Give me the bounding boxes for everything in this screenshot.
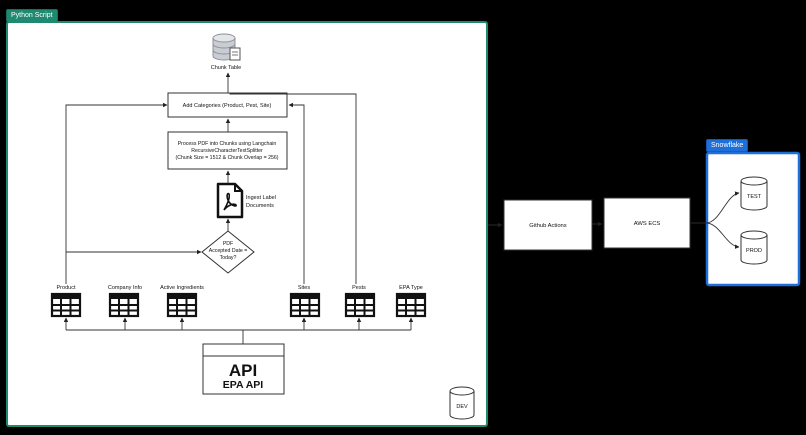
epa-api-label: EPA API: [223, 379, 264, 391]
company-info-table-icon: [108, 292, 140, 318]
table-label-company-info: Company Info: [108, 285, 142, 291]
decision-line-2: Accepted Date =: [209, 248, 248, 254]
chunk-table-label: Chunk Table: [211, 65, 241, 71]
aws-ecs-box: [603, 197, 691, 249]
epa-api-box: [202, 343, 285, 395]
product-table-icon: [50, 292, 82, 318]
table-label-active-ingredients: Active Ingredients: [160, 285, 204, 291]
snowflake-label: Snowflake: [706, 139, 749, 152]
api-logo-icon: API: [229, 361, 257, 380]
add-categories-box: [167, 92, 288, 118]
decision-diamond: [201, 230, 255, 274]
process-pdf-line-3: (Chunk Size = 1512 & Chunk Overlap = 256…: [176, 155, 279, 161]
add-categories-label: Add Categories (Product, Pest, Site): [183, 103, 272, 109]
decision-line-1: PDF: [223, 241, 233, 247]
table-label-epa-type: EPA Type: [399, 285, 423, 291]
pests-table-icon: [344, 292, 376, 318]
table-label-sites: Sites: [298, 285, 310, 291]
aws-ecs-label: AWS ECS: [634, 221, 661, 227]
prod-label: PROD: [746, 248, 762, 254]
process-pdf-line-1: Process PDF into Chunks using Langchain: [178, 141, 277, 147]
github-actions-label: Github Actions: [529, 223, 566, 229]
ingest-label-line-2: Documents: [246, 203, 274, 209]
prod-database-icon: [740, 230, 768, 265]
table-label-pests: Pests: [352, 285, 366, 291]
decision-line-3: Today?: [220, 255, 237, 261]
sites-table-icon: [289, 292, 321, 318]
dev-label: DEV: [456, 404, 468, 410]
python-script-container: [6, 21, 488, 427]
github-actions-box: [503, 199, 593, 251]
connectors: [63, 72, 740, 344]
snowflake-container: [705, 151, 801, 287]
table-label-product: Product: [57, 285, 76, 291]
ingest-label-line-1: Ingest Label: [246, 195, 276, 201]
active-ingredients-table-icon: [166, 292, 198, 318]
test-label: TEST: [747, 194, 762, 200]
dev-database-icon: [449, 386, 475, 420]
test-database-icon: [740, 176, 768, 211]
pdf-document-icon: [216, 182, 244, 219]
epa-type-table-icon: [395, 292, 427, 318]
process-pdf-box: [167, 131, 288, 170]
chunk-table-database-icon: [212, 33, 241, 61]
process-pdf-line-2: RecursiveCharacterTextSplitter: [191, 148, 263, 154]
